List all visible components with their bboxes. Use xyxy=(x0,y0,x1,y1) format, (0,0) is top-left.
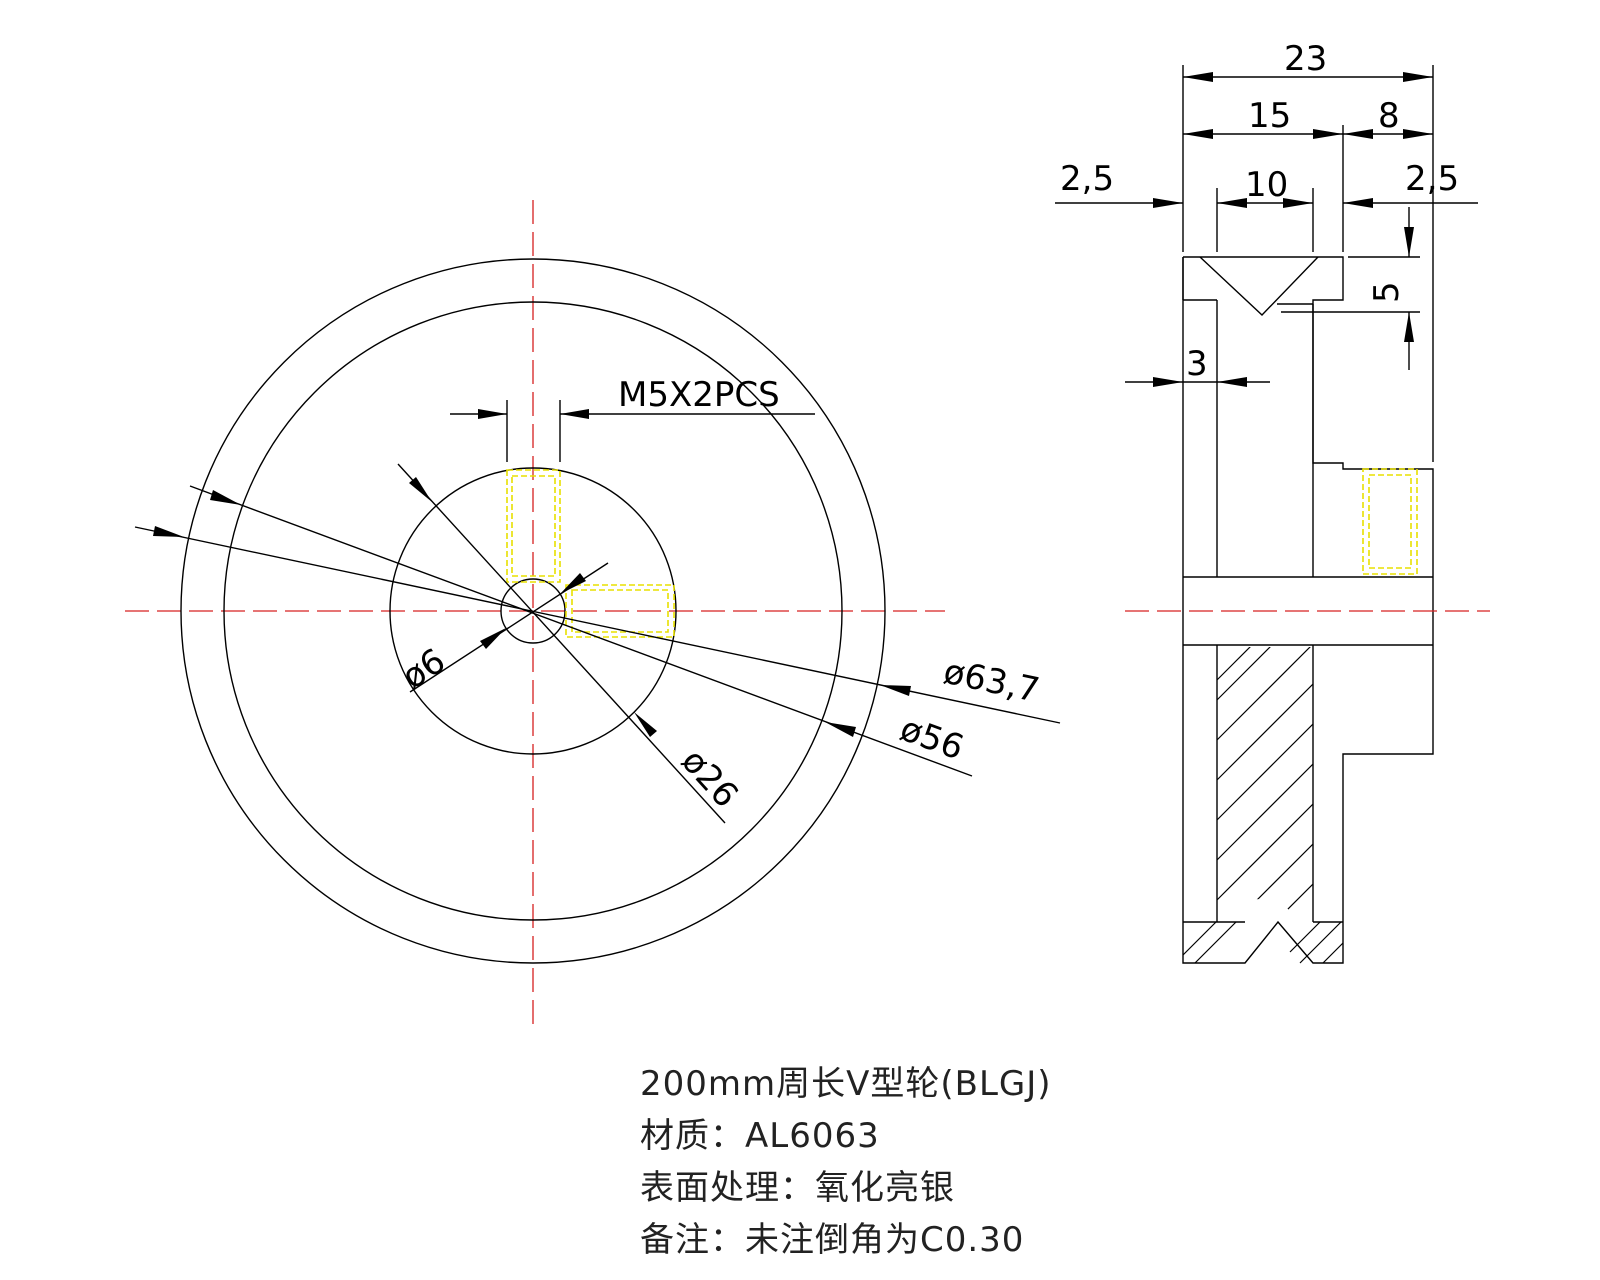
section-hatching xyxy=(1216,647,1313,952)
screw-dim-label: M5X2PCS xyxy=(618,375,780,415)
hub-diameter-label: ø26 xyxy=(673,741,746,815)
side-set-screw-hidden xyxy=(1362,468,1418,575)
hub-circle xyxy=(389,467,677,755)
bore-diameter-leader xyxy=(409,562,609,693)
dim-wall-label: 3 xyxy=(1186,344,1208,384)
dim-overall-label: 23 xyxy=(1284,39,1327,79)
front-view: M5X2PCS ø63,7 ø56 ø26 ø6 xyxy=(125,200,1061,1025)
groove-v xyxy=(1199,256,1319,316)
groove-bottom-circle xyxy=(223,301,843,921)
dim-overall-width xyxy=(1183,72,1433,82)
dim-groove-depth xyxy=(1281,207,1420,370)
material-note: 材质：AL6063 xyxy=(640,1116,880,1156)
dim-body-label: 15 xyxy=(1248,96,1291,136)
part-title: 200mm周长V型轮(BLGJ) xyxy=(640,1064,1052,1104)
set-screw-hidden-top xyxy=(506,469,561,583)
bore-diameter-label: ø6 xyxy=(395,641,452,698)
groove-diameter-label: ø56 xyxy=(895,709,969,769)
set-screw-hidden-right xyxy=(565,584,675,638)
bore-circle xyxy=(500,578,566,644)
dim-right-edge-label: 2,5 xyxy=(1405,159,1459,199)
screw-dimension xyxy=(450,400,815,462)
outer-diameter-leader xyxy=(134,526,1061,724)
groove-diameter-leader xyxy=(189,485,973,777)
dim-body-hub xyxy=(1183,129,1433,139)
dim-groove-top xyxy=(1055,198,1478,208)
finish-note: 表面处理：氧化亮银 xyxy=(640,1168,955,1208)
dim-left-edge-label: 2,5 xyxy=(1060,159,1114,199)
hub-diameter-leader xyxy=(397,463,726,824)
outer-rim-circle xyxy=(180,258,886,964)
title-block-notes: 200mm周长V型轮(BLGJ) 材质：AL6063 表面处理：氧化亮银 备注：… xyxy=(640,1058,1260,1266)
dim-wall xyxy=(1125,377,1270,387)
dim-groove-top-label: 10 xyxy=(1245,165,1288,205)
dim-groove-depth-label: 5 xyxy=(1367,281,1407,303)
side-view: 23 15 8 2,5 10 2,5 xyxy=(1055,39,1490,964)
chamfer-hatching xyxy=(1182,921,1344,964)
remark-note: 备注：未注倒角为C0.30 xyxy=(640,1220,1025,1260)
dim-hub-label: 8 xyxy=(1378,96,1400,136)
outer-diameter-label: ø63,7 xyxy=(940,652,1043,711)
